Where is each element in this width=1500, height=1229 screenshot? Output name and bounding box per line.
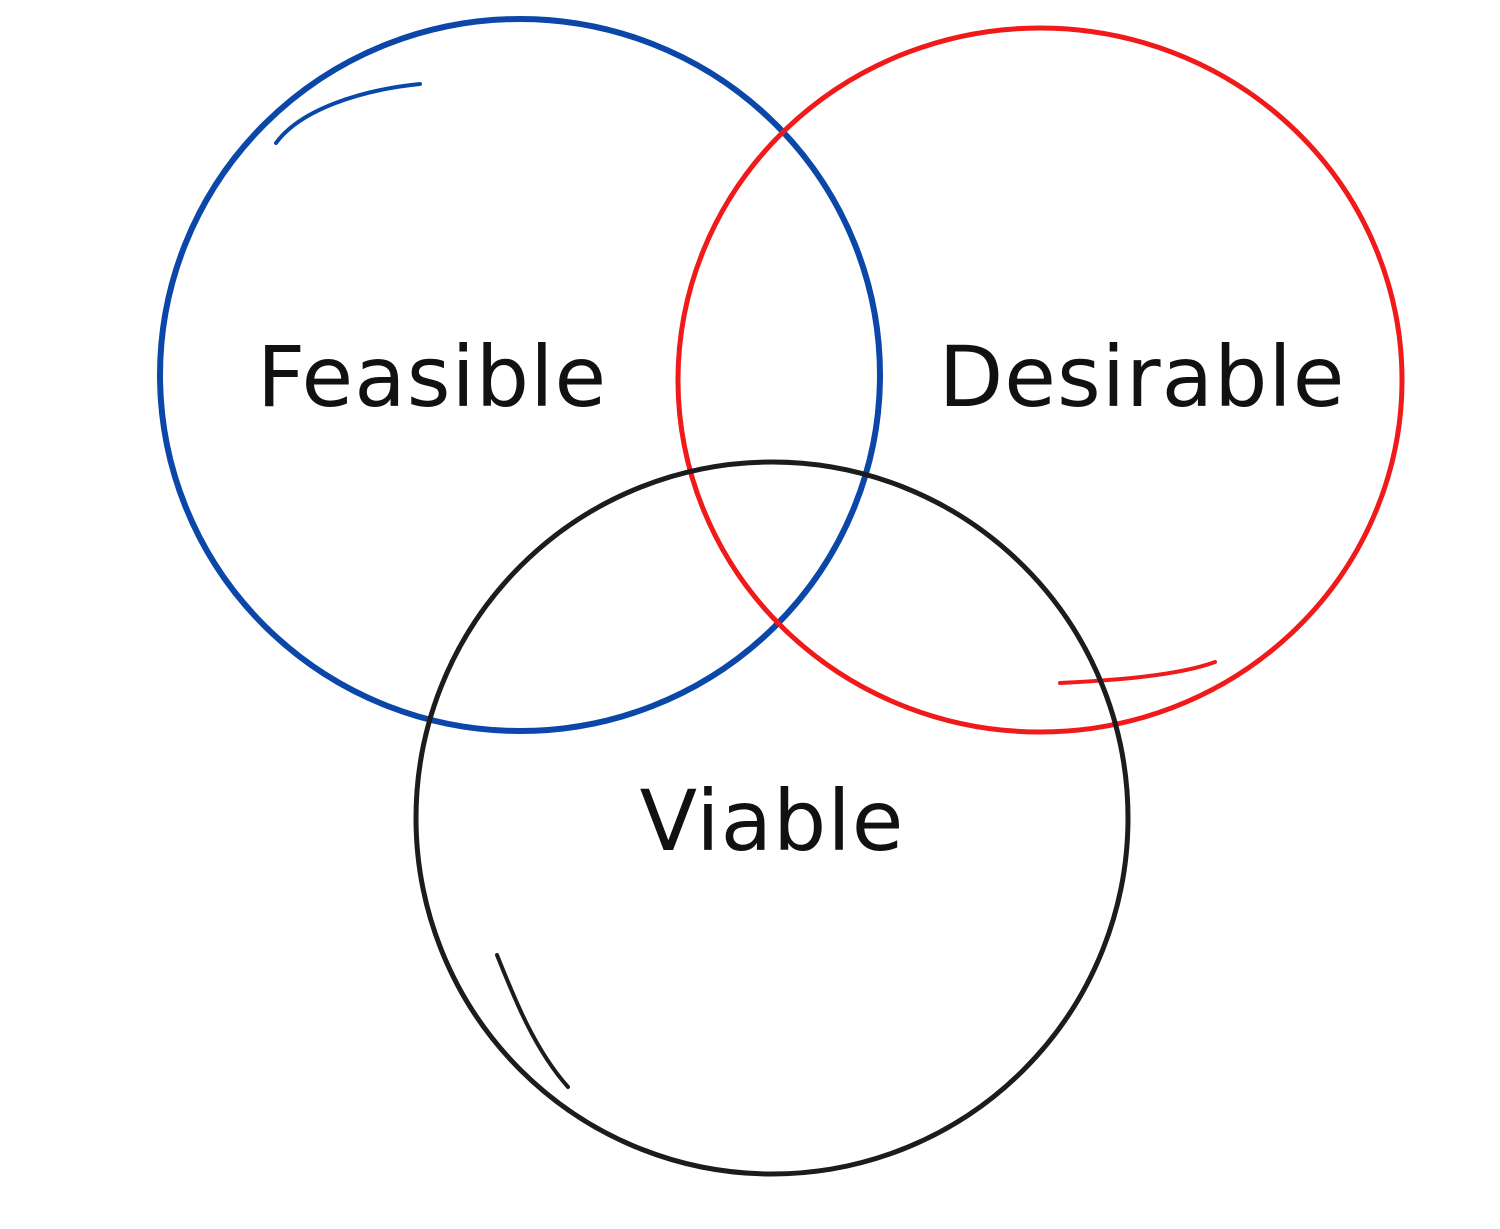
feasible-label: Feasible — [257, 328, 607, 426]
feasible-circle-outline — [157, 16, 883, 734]
desirable-circle-overstroke — [1058, 660, 1217, 685]
desirable-circle — [675, 25, 1405, 735]
desirable-circle-outline — [675, 25, 1405, 735]
feasible-circle — [157, 16, 883, 734]
viable-circle-outline — [413, 459, 1131, 1177]
feasible-circle-overstroke — [274, 82, 422, 145]
viable-label: Viable — [640, 772, 905, 870]
viable-circle — [413, 459, 1131, 1177]
desirable-label: Desirable — [939, 328, 1346, 426]
viable-circle-overstroke — [495, 953, 570, 1089]
